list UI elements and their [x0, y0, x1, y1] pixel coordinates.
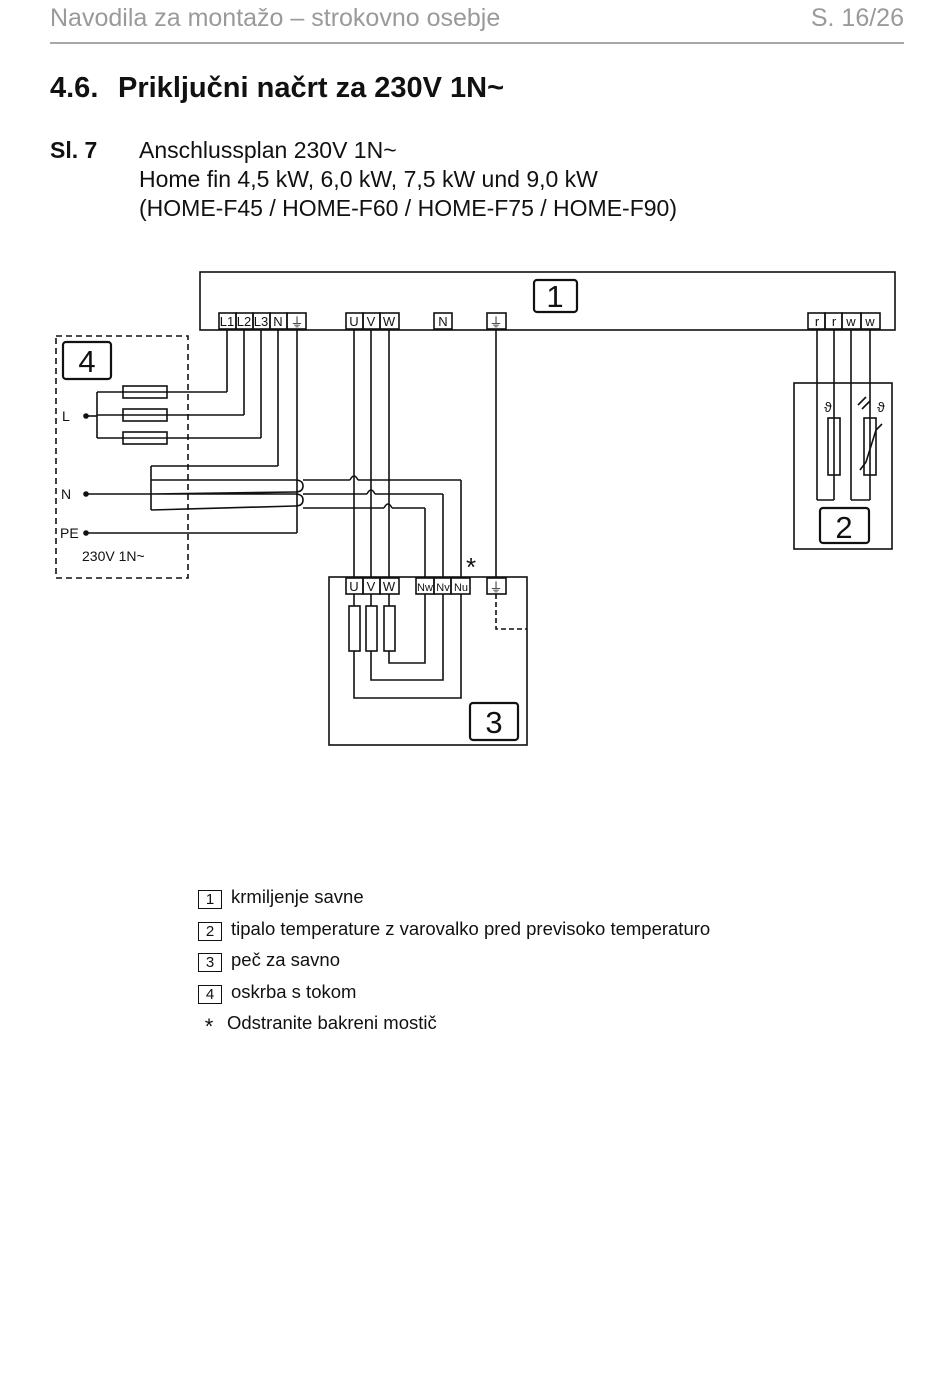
supply-voltage: 230V 1N~ [82, 548, 145, 564]
legend-item: 3 peč za savno [198, 949, 710, 981]
terminal-label: V [367, 314, 376, 329]
terminal-label: L1 [220, 314, 234, 329]
terminal-label: L3 [254, 314, 268, 329]
legend-text: krmiljenje savne [231, 886, 364, 907]
legend-text: oskrba s tokom [231, 980, 357, 1002]
legend-item: 4 oskrba s tokom [198, 981, 710, 1013]
terminal-label: L2 [237, 314, 251, 329]
legend-text: Odstranite bakreni mostič [227, 1012, 437, 1033]
section-number: 4.6. [50, 72, 99, 104]
neutral-wiring [86, 329, 462, 578]
terminal-label: w [845, 314, 856, 329]
page-number: S. 16/26 [810, 4, 904, 32]
terminal-label: Nv [436, 582, 450, 594]
terminal-label: V [367, 579, 376, 594]
terminal-label: W [383, 579, 396, 594]
header-title: Navodila za montažo – strokovno osebje [50, 4, 501, 32]
heating-elements [348, 594, 462, 699]
legend: 1 krmiljenje savne 2 tipalo temperature … [198, 886, 710, 1044]
control-unit-box [199, 271, 896, 331]
supply-label-l: L [62, 408, 70, 424]
earth-symbol: ⏚ [290, 315, 303, 330]
legend-key: 1 [198, 890, 222, 909]
temperature-symbol: ϑ [824, 399, 832, 415]
legend-item: * Odstranite bakreni mostič [198, 1012, 710, 1044]
box-number-1: 1 [546, 279, 563, 314]
box-number-4-frame [61, 340, 113, 381]
figure-caption: Anschlussplan 230V 1N~ Home fin 4,5 kW, … [139, 136, 677, 223]
figure-label: Sl. 7 [50, 137, 98, 163]
terminal-label: U [349, 579, 358, 594]
terminal-label: U [349, 314, 358, 329]
phase-wiring [353, 329, 390, 578]
legend-key: 4 [198, 984, 222, 1004]
legend-asterisk: * [204, 1014, 214, 1039]
supply-label-n: N [61, 486, 71, 502]
box-number-1-frame [532, 278, 579, 314]
control-terminal-labels: L1 L2 L3 N ⏚ U V W N ⏚ r r w w [220, 314, 876, 330]
terminal-label: N [273, 314, 282, 329]
sensor-wiring [816, 329, 883, 501]
legend-item: 2 tipalo temperature z varovalko pred pr… [198, 918, 710, 950]
caption-line: Home fin 4,5 kW, 6,0 kW, 7,5 kW und 9,0 … [139, 166, 598, 192]
section-title: Priključni načrt za 230V 1N~ [118, 72, 505, 104]
terminal-label: Nw [417, 582, 433, 594]
terminal-label: r [832, 314, 837, 329]
terminal-label: W [383, 314, 396, 329]
legend-key: 2 [198, 921, 222, 941]
legend-text: peč za savno [231, 949, 341, 970]
legend-item: 1 krmiljenje savne [198, 886, 710, 918]
sensor-box [793, 382, 893, 550]
bridge-asterisk: * [466, 552, 476, 582]
earth-wiring [86, 329, 527, 630]
heater-terminal-labels: U V W Nw Nv Nu ⏚ [349, 579, 502, 595]
terminal-label: w [864, 314, 875, 329]
temperature-symbol: ϑ [877, 399, 885, 415]
box-number-2-frame [818, 506, 871, 545]
header-divider [50, 42, 904, 44]
heater-box [328, 576, 528, 746]
legend-key: 3 [198, 953, 222, 972]
supply-label-pe: PE [60, 525, 79, 541]
terminal-label: Nu [454, 582, 468, 594]
box-number-3: 3 [485, 705, 502, 740]
fuse-wiring [86, 329, 262, 445]
earth-symbol: ⏚ [489, 580, 502, 595]
section-heading: 4.6. Priključni načrt za 230V 1N~ [50, 72, 504, 105]
caption-line: (HOME-F45 / HOME-F60 / HOME-F75 / HOME-F… [139, 195, 677, 221]
control-terminal-block [218, 312, 881, 330]
legend-text: tipalo temperature z varovalko pred prev… [231, 917, 711, 939]
power-supply-box [55, 335, 189, 579]
caption-line: Anschlussplan 230V 1N~ [139, 137, 397, 163]
box-number-4: 4 [78, 344, 95, 379]
terminal-label: r [815, 314, 820, 329]
box-number-3-frame [468, 701, 520, 742]
earth-symbol: ⏚ [489, 315, 502, 330]
box-number-2: 2 [835, 510, 852, 545]
terminal-label: N [438, 314, 447, 329]
